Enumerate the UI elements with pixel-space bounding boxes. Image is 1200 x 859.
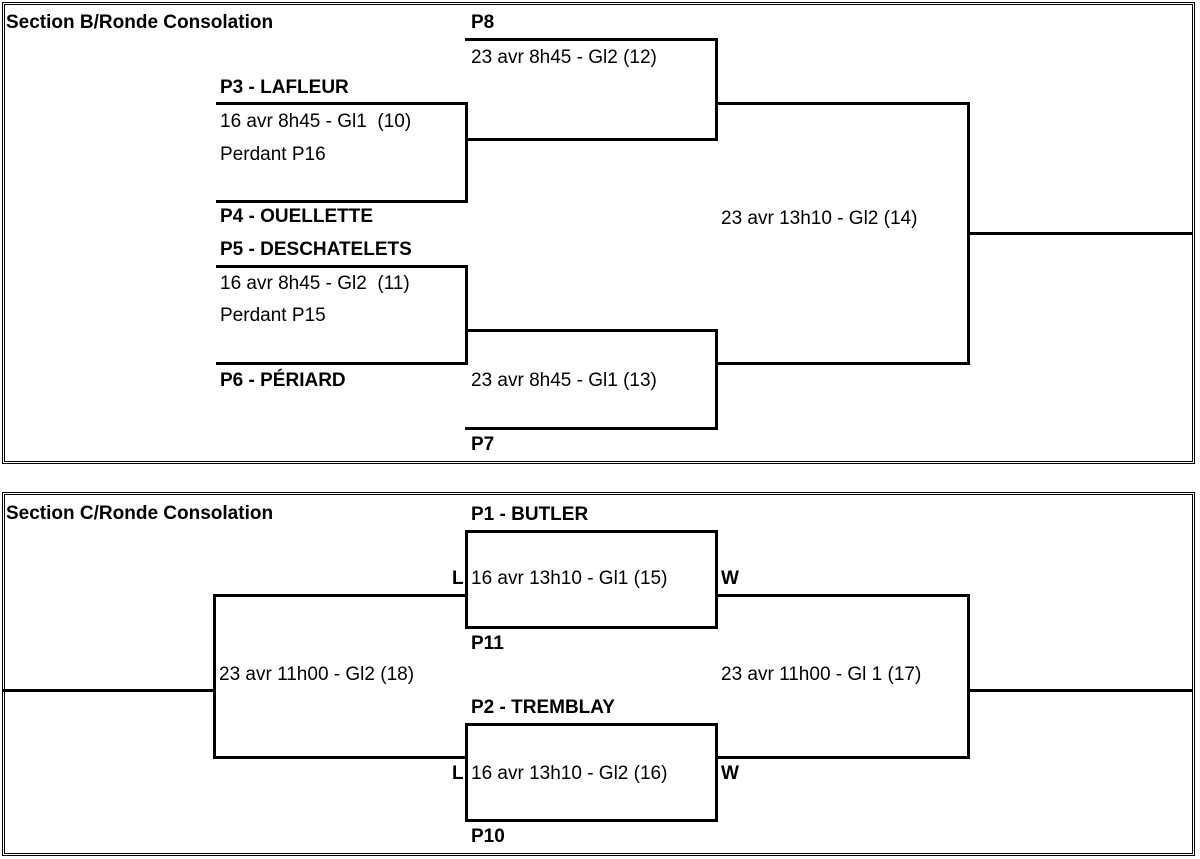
bracket-line-m10-out	[465, 138, 718, 141]
bracket-join-m17	[967, 594, 970, 759]
bracket-line-p10	[465, 819, 718, 822]
bracket-line-m18-out	[2, 689, 216, 692]
match-18-info: 23 avr 11h00 - Gl2 (18)	[219, 664, 415, 685]
section-b-frame	[2, 2, 1195, 464]
bracket-join-m12	[715, 38, 718, 141]
match-17-info: 23 avr 11h00 - Gl 1 (17)	[721, 664, 922, 685]
bracket-line-p2	[465, 723, 718, 726]
loser-mark-m16: L	[452, 763, 464, 784]
team-p2: P2 - TREMBLAY	[471, 697, 615, 718]
bracket-line-m15-winner	[715, 594, 970, 597]
bracket-line-m15-loser	[213, 594, 468, 597]
box-left-m15	[465, 530, 468, 629]
box-right-m15	[715, 530, 718, 629]
bracket-line-p8	[465, 38, 718, 41]
team-p6: P6 - PÉRIARD	[220, 370, 346, 391]
team-p4: P4 - OUELLETTE	[220, 206, 374, 227]
bracket-line-p6	[216, 362, 468, 365]
match-14-info: 23 avr 13h10 - Gl2 (14)	[721, 208, 918, 229]
bracket-line-m16-loser	[213, 756, 468, 759]
bracket-join-m18	[213, 594, 216, 759]
box-right-m16	[715, 723, 718, 822]
team-p5: P5 - DESCHATELETS	[220, 239, 412, 260]
bracket-line-p7	[465, 427, 718, 430]
bracket-line-p3	[216, 102, 468, 105]
match-11-note: Perdant P15	[220, 305, 326, 326]
box-left-m16	[465, 723, 468, 822]
bracket-line-m13-out	[715, 362, 970, 365]
bracket-line-p4	[216, 200, 468, 203]
match-12-info: 23 avr 8h45 - Gl2 (12)	[471, 47, 657, 68]
team-p10: P10	[471, 826, 505, 847]
match-16-info: 16 avr 13h10 - Gl2 (16)	[471, 763, 668, 784]
bracket-line-p1	[465, 530, 718, 533]
match-15-info: 16 avr 13h10 - Gl1 (15)	[471, 568, 668, 589]
bracket-line-m12-out	[715, 102, 970, 105]
bracket-join-m13	[715, 329, 718, 430]
team-p8: P8	[471, 12, 495, 33]
bracket-line-p11	[465, 626, 718, 629]
bracket-line-m14-out	[967, 232, 1193, 235]
section-c-frame	[2, 492, 1195, 856]
loser-mark-m15: L	[452, 568, 464, 589]
winner-mark-m15: W	[721, 568, 739, 589]
team-p1: P1 - BUTLER	[471, 504, 589, 525]
bracket-line-m16-winner	[715, 756, 970, 759]
team-p3: P3 - LAFLEUR	[220, 77, 349, 98]
team-p7: P7	[471, 434, 495, 455]
bracket-line-p5	[216, 265, 468, 268]
match-10-note: Perdant P16	[220, 144, 326, 165]
match-11-info: 16 avr 8h45 - Gl2 (11)	[220, 273, 410, 294]
section-c-title: Section C/Ronde Consolation	[6, 503, 274, 524]
bracket-line-m17-out	[967, 689, 1193, 692]
bracket-join-m10	[465, 102, 468, 203]
team-p11: P11	[471, 633, 504, 654]
section-b-title: Section B/Ronde Consolation	[6, 12, 274, 33]
bracket-join-m11	[465, 265, 468, 365]
match-10-info: 16 avr 8h45 - Gl1 (10)	[220, 111, 412, 132]
match-13-info: 23 avr 8h45 - Gl1 (13)	[471, 370, 657, 391]
bracket-line-m11-out	[465, 329, 718, 332]
winner-mark-m16: W	[721, 763, 739, 784]
